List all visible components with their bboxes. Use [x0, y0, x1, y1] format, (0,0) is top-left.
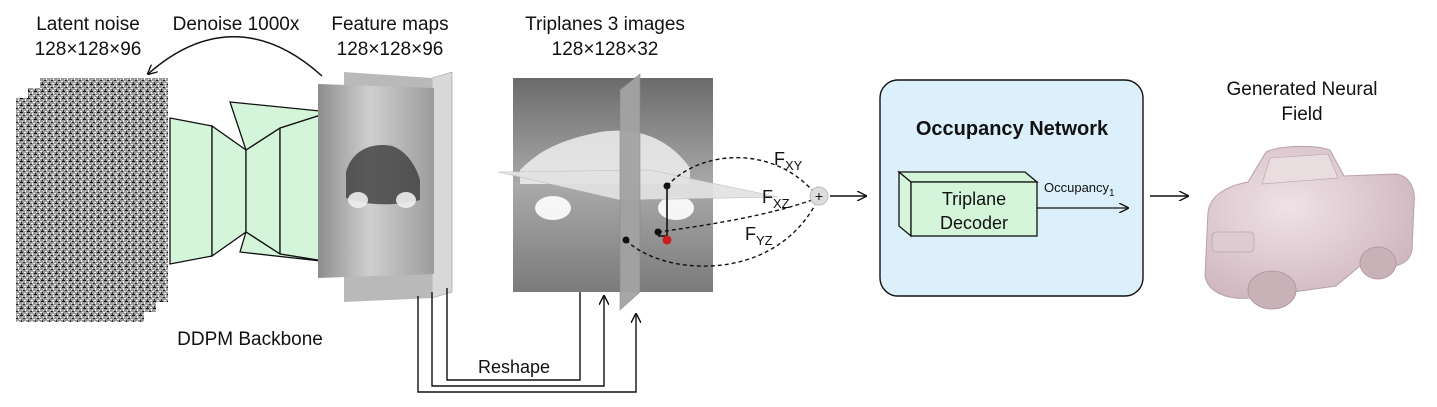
denoise-label: Denoise 1000x: [173, 14, 300, 35]
truck-front-wheel: [1247, 270, 1297, 310]
occupancy-output-label: Occupancy1: [1044, 180, 1115, 199]
noise-layer-front: [16, 98, 144, 322]
triplane-glow-front: [535, 196, 571, 220]
reshape-line-xz: [431, 292, 604, 387]
triplanes-title: Triplanes 3 images: [525, 14, 685, 35]
triplanes-dims: 128×128×32: [552, 39, 659, 60]
reshape-line-yz: [417, 296, 636, 393]
backbone-label: DDPM Backbone: [177, 329, 323, 350]
decoder-front-face: [910, 181, 1038, 237]
triplanes-group: Triplanes 3 images 128×128×32: [497, 14, 779, 311]
feature-map-wheel-front: [348, 192, 368, 208]
triplane-glow-rear: [658, 196, 694, 220]
truck-grille: [1211, 231, 1255, 253]
result-label-line2: Field: [1281, 104, 1322, 125]
feature-path-xy: [666, 156, 813, 191]
feature-label-yz: FYZ: [745, 224, 773, 248]
denoise-arrow: [148, 36, 323, 77]
feature-path-yz: [625, 204, 816, 267]
triplane-yz: [619, 73, 641, 311]
latent-noise-title: Latent noise: [36, 14, 140, 35]
query-point-marker: [662, 235, 672, 245]
latent-noise-group: Latent noise 128×128×96: [16, 14, 168, 322]
feature-maps-title: Feature maps: [331, 14, 448, 35]
truck-rear-wheel: [1359, 246, 1397, 280]
decoder-side-face: [898, 170, 912, 238]
feature-path-xz: [657, 199, 813, 233]
occupancy-network: Occupancy Network Triplane Decoder Occup…: [879, 79, 1144, 297]
latent-noise-dims: 128×128×96: [35, 39, 142, 60]
result-label-line1: Generated Neural: [1226, 79, 1377, 100]
reshape-lines: [417, 214, 636, 393]
feature-map-layer-back: [431, 71, 453, 299]
backbone-top-face: [229, 101, 331, 152]
feature-label-xy: FXY: [774, 149, 803, 173]
backbone-encoder-1: [169, 117, 213, 265]
decoder-top-face: [897, 171, 1039, 183]
ddpm-backbone: [169, 101, 331, 265]
feature-maps-group: Feature maps 128×128×96: [318, 14, 453, 302]
feature-map-car-silhouette: [346, 145, 420, 205]
backbone-encoder-2: [211, 124, 247, 258]
feature-maps-dims: 128×128×96: [337, 39, 444, 60]
feature-label-xz: FXZ: [762, 187, 790, 211]
truck-window: [1261, 153, 1339, 185]
sum-symbol: +: [815, 188, 823, 204]
feature-map-wheel-rear: [396, 192, 416, 208]
sum-node: [809, 186, 829, 206]
occupancy-network-title: Occupancy Network: [916, 118, 1109, 140]
generated-field-group: Generated Neural Field: [1204, 79, 1415, 310]
reshape-label: Reshape: [478, 357, 550, 377]
decoder-label-line1: Triplane: [942, 189, 1006, 209]
reshape-line-xy: [446, 214, 580, 381]
triplane-decoder-block: [897, 170, 1039, 238]
decoder-label-line2: Decoder: [940, 213, 1008, 233]
feature-paths: [625, 156, 816, 267]
